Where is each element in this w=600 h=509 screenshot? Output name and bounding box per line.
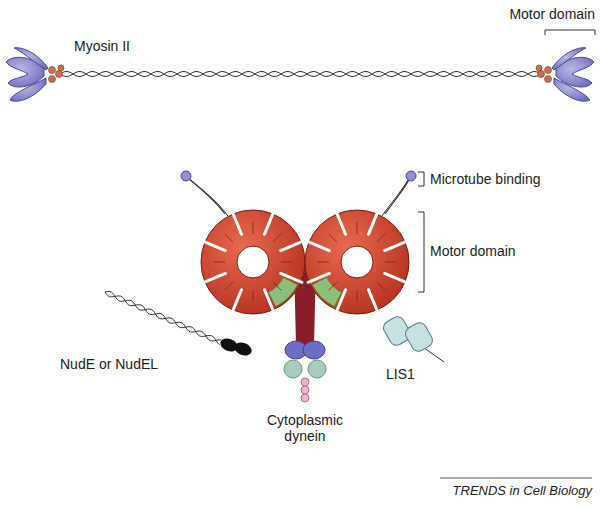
microtubule-binding-domain — [181, 171, 191, 181]
bracket — [418, 172, 424, 186]
journal-credit: TRENDS in Cell Biology — [453, 484, 592, 499]
microtubule-binding-domain — [406, 171, 416, 181]
bracket — [545, 30, 595, 35]
lis1-protein — [381, 314, 444, 362]
coiled-coil — [105, 292, 222, 341]
domain-label: Motor domain — [509, 6, 595, 22]
myosin-head — [552, 48, 594, 101]
domain-label: Microtube binding — [430, 171, 541, 187]
domain-label: Motor domain — [430, 243, 516, 259]
light-chain — [49, 65, 65, 83]
protein-name: Myosin II — [74, 38, 130, 54]
light-chain — [536, 65, 552, 83]
protein-name: LIS1 — [386, 366, 415, 382]
coiled-coil — [105, 292, 220, 345]
aaa-ring — [201, 210, 305, 314]
coiled-coil-rod — [60, 72, 540, 77]
protein-name: NudE or NudEL — [60, 356, 158, 372]
bracket — [418, 212, 424, 292]
aaa-ring — [305, 210, 409, 314]
myosin-head — [6, 48, 48, 101]
coiled-coil-rod — [60, 72, 540, 77]
protein-name: Cytoplasmic dynein — [250, 412, 360, 444]
